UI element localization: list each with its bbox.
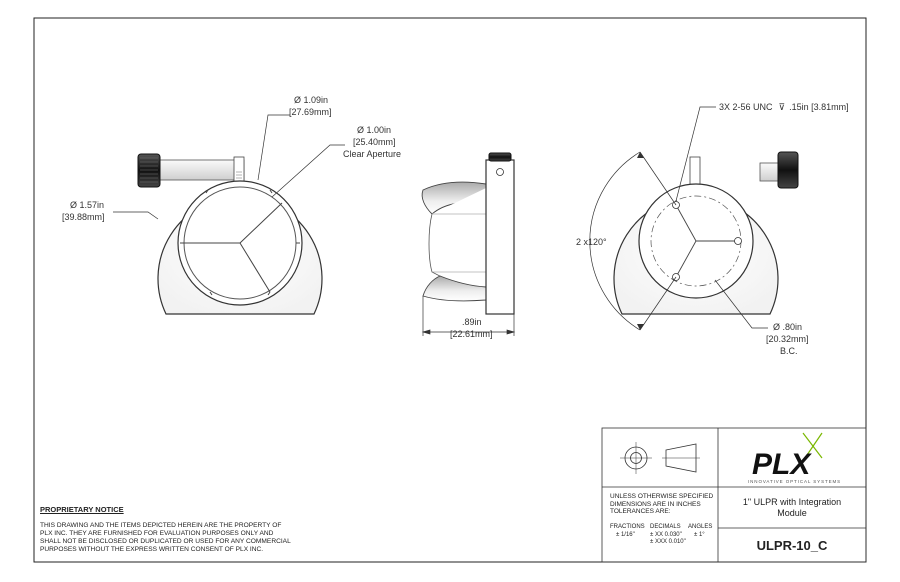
side-knob-edge	[488, 152, 512, 162]
dim-bc-mm: [20.32mm]	[766, 334, 809, 344]
leader-clear-aperture	[271, 144, 345, 198]
notice-line: PLX INC. THEY ARE FURNISHED FOR EVALUATI…	[40, 530, 274, 537]
notice-line: PURPOSES WITHOUT THE EXPRESS WRITTEN CON…	[40, 546, 264, 553]
front-view	[137, 153, 323, 315]
front-bore-notches	[180, 189, 300, 296]
side-dimensions	[421, 296, 516, 336]
dim-bore-mm: [27.69mm]	[289, 107, 332, 117]
back-dimensions	[589, 106, 768, 331]
notice-body: THIS DRAWING AND THE ITEMS DEPICTED HERE…	[40, 522, 300, 554]
notice-line: THIS DRAWING AND THE ITEMS DEPICTED HERE…	[40, 522, 282, 529]
plx-logo: PLX INNOVATIVE OPTICAL SYSTEMS	[748, 432, 841, 484]
leader-bore-diameter	[257, 114, 290, 181]
part-description: 1" ULPR with Integration Module	[742, 497, 842, 518]
front-screw-shaft	[153, 159, 245, 181]
leader-bolt-circle	[714, 279, 768, 329]
back-knob	[777, 151, 799, 189]
front-flexure-lines	[184, 202, 283, 293]
dim-ca-label: Clear Aperture	[343, 149, 401, 159]
title-block	[601, 427, 867, 563]
back-flexure-lines	[675, 204, 740, 278]
dim-length-in: .89in	[462, 317, 482, 327]
dim-bore-in: Ø 1.09in	[294, 95, 328, 105]
notice-title: PROPRIETARY NOTICE	[40, 505, 124, 514]
front-dimensions	[113, 114, 345, 220]
decimals-block: DECIMALS ± XX 0.030" ± XXX 0.010"	[650, 524, 686, 545]
front-thread	[236, 171, 242, 179]
angle-arrow-top	[637, 152, 644, 158]
fractions-block: FRACTIONS ± 1/16"	[610, 524, 645, 538]
dim-bc-label: B.C.	[780, 346, 798, 356]
dim-ca-in: Ø 1.00in	[357, 125, 391, 135]
side-hole	[496, 168, 504, 176]
sheet-border	[33, 17, 867, 563]
dim-outer-in: Ø 1.57in	[70, 200, 104, 210]
part-number: ULPR-10_C	[756, 538, 828, 553]
dim-outer-mm: [39.88mm]	[62, 212, 105, 222]
dim-bc-in: Ø .80in	[773, 322, 802, 332]
back-hole-2	[734, 237, 742, 245]
angles-block: ANGLES ± 1°	[688, 524, 713, 538]
side-petal-bottom	[422, 275, 487, 302]
notice-line: SHALL NOT BE DISCLOSED OR DUPLICATED OR …	[40, 538, 291, 545]
angle-arrow-bottom	[637, 324, 644, 330]
dim-ca-mm: [25.40mm]	[353, 137, 396, 147]
tolerance-header: UNLESS OTHERWISE SPECIFIED DIMENSIONS AR…	[610, 493, 714, 515]
angle-arc	[589, 151, 641, 331]
side-view	[421, 152, 515, 315]
dim-angle: 2 x120°	[576, 237, 607, 247]
leader-holes	[675, 106, 716, 202]
dim-holes-text: 3X 2-56 UNC⊽.15in [3.81mm]	[719, 102, 849, 112]
front-knob-knurl	[140, 157, 158, 183]
leader-outer-diameter	[113, 211, 159, 220]
back-view	[613, 151, 799, 315]
dim-length-mm: [22.61mm]	[450, 329, 493, 339]
logo-text: PLX	[752, 448, 812, 481]
side-housing	[485, 159, 515, 315]
logo-tagline: INNOVATIVE OPTICAL SYSTEMS	[748, 479, 841, 484]
